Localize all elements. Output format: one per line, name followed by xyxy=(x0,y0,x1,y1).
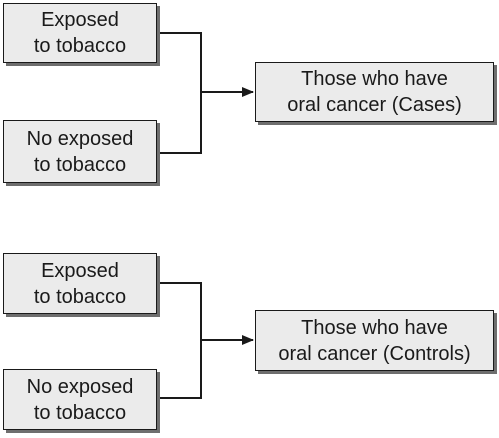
box-line: Exposed xyxy=(41,9,119,31)
box-line: No exposed xyxy=(26,375,134,398)
box-line: Exposed xyxy=(41,259,119,282)
cases-target-box: Those who have oral cancer (Cases) xyxy=(255,62,494,122)
box-line: to tobacco xyxy=(33,153,127,176)
box-line: Those who have xyxy=(301,68,448,90)
cases-connector xyxy=(157,32,254,154)
box-line: to tobacco xyxy=(33,35,127,57)
box-line: oral cancer (Controls) xyxy=(278,342,471,365)
cases-exposed-box: Exposed to tobacco xyxy=(3,3,157,63)
cases-not-exposed-box: No exposed to tobacco xyxy=(3,120,157,183)
box-line: to tobacco xyxy=(33,285,127,308)
controls-not-exposed-box: No exposed to tobacco xyxy=(3,369,157,430)
box-line: Those who have xyxy=(301,316,448,339)
controls-bracket-line xyxy=(157,282,202,399)
controls-exposed-box: Exposed to tobacco xyxy=(3,253,157,314)
controls-target-box: Those who have oral cancer (Controls) xyxy=(255,310,494,371)
cases-bracket-line xyxy=(157,32,202,154)
box-line: to tobacco xyxy=(33,401,127,424)
controls-connector xyxy=(157,282,254,399)
box-line: oral cancer (Cases) xyxy=(287,94,462,116)
box-line: No exposed xyxy=(26,127,134,150)
